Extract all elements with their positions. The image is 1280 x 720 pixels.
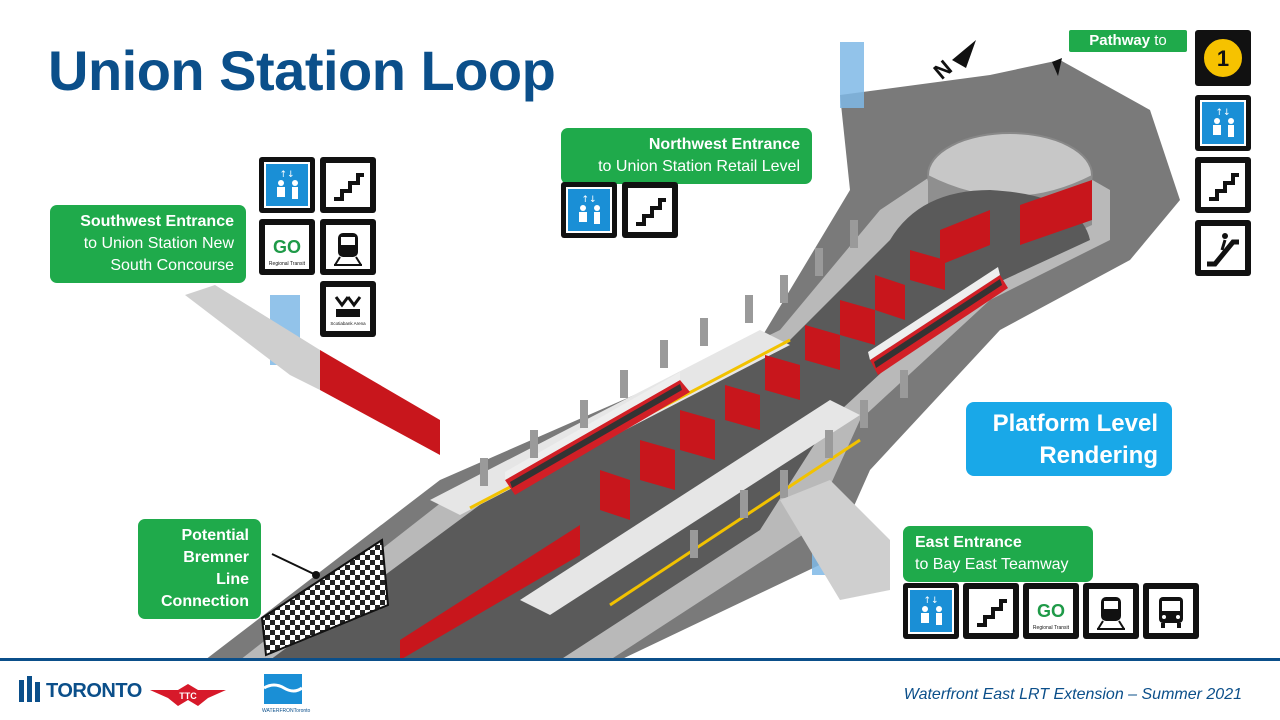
svg-text:↑↓: ↑↓	[1215, 108, 1230, 118]
north-compass-icon: N	[930, 40, 976, 82]
train-icon	[1083, 583, 1139, 639]
toronto-wordmark: TORONTO	[46, 680, 142, 702]
bremner-line2: Bremner Line	[183, 549, 249, 588]
southwest-entrance-line1: to Union Station New	[83, 235, 234, 252]
svg-text:↑↓: ↑↓	[923, 596, 938, 606]
east-entrance-callout: East Entrance to Bay East Teamway	[903, 526, 1093, 582]
svg-text:↑↓: ↑↓	[279, 170, 294, 180]
platform-label-line1: Platform Level	[992, 410, 1158, 437]
northwest-entrance-callout: Northwest Entrance to Union Station Reta…	[561, 128, 812, 184]
stairs-icon	[1195, 157, 1251, 213]
waterfront-wordmark: WATERFRONToronto	[262, 708, 311, 714]
city-of-toronto-logo-icon	[19, 676, 40, 702]
bus-icon	[1143, 583, 1199, 639]
stairs-icon	[963, 583, 1019, 639]
line-1-icon: 1	[1195, 30, 1251, 86]
go-transit-icon: GO Regional Transit	[259, 219, 315, 275]
arena-sub-label: Scotiabank Arena	[330, 321, 366, 326]
svg-text:GO: GO	[1037, 601, 1065, 621]
bremner-line3: Connection	[161, 593, 249, 610]
compass-label: N	[930, 55, 957, 82]
train-icon	[320, 219, 376, 275]
scotiabank-arena-icon: Scotiabank Arena	[320, 281, 376, 337]
bremner-line1: Potential	[181, 527, 249, 544]
go-sub-label: Regional Transit	[1033, 625, 1070, 631]
footer-divider	[0, 658, 1280, 661]
platform-level-label: Platform Level Rendering	[966, 402, 1172, 476]
elevator-icon: ↑↓	[259, 157, 315, 213]
bremner-line-callout: Potential Bremner Line Connection	[138, 519, 261, 619]
station-rendering	[185, 42, 1180, 660]
elevator-icon: ↑↓	[903, 583, 959, 639]
footer	[0, 658, 1280, 720]
page-title: Union Station Loop	[48, 39, 556, 102]
east-entrance-heading: East Entrance	[915, 534, 1022, 551]
pathway-label-text: Pathway	[1089, 32, 1151, 49]
line-number-label: 1	[1217, 46, 1229, 71]
ttc-logo-icon: TTC	[150, 684, 226, 706]
waterfront-toronto-logo-icon: WATERFRONToronto	[262, 674, 311, 714]
svg-text:↑↓: ↑↓	[581, 195, 596, 205]
platform-label-line2: Rendering	[1039, 442, 1158, 469]
go-sub-label: Regional Transit	[269, 261, 306, 267]
northwest-entrance-line1: to Union Station Retail Level	[598, 158, 800, 175]
go-transit-icon: GO Regional Transit	[1023, 583, 1079, 639]
pathway-label-suffix: to	[1154, 32, 1167, 49]
svg-text:TTC: TTC	[179, 691, 197, 701]
southwest-entrance-heading: Southwest Entrance	[80, 213, 234, 230]
footer-caption: Waterfront East LRT Extension – Summer 2…	[903, 686, 1242, 703]
svg-text:GO: GO	[273, 237, 301, 257]
elevator-icon: ↑↓	[561, 182, 617, 238]
escalator-icon	[1195, 220, 1251, 276]
southwest-entrance-line2: South Concourse	[110, 257, 234, 274]
southwest-entrance-callout: Southwest Entrance to Union Station New …	[50, 205, 246, 283]
stairs-icon	[320, 157, 376, 213]
northwest-entrance-heading: Northwest Entrance	[648, 136, 800, 153]
east-entrance-line1: to Bay East Teamway	[915, 556, 1069, 573]
pathway-label: Pathway to	[1069, 30, 1187, 52]
elevator-icon: ↑↓	[1195, 95, 1251, 151]
stairs-icon	[622, 182, 678, 238]
